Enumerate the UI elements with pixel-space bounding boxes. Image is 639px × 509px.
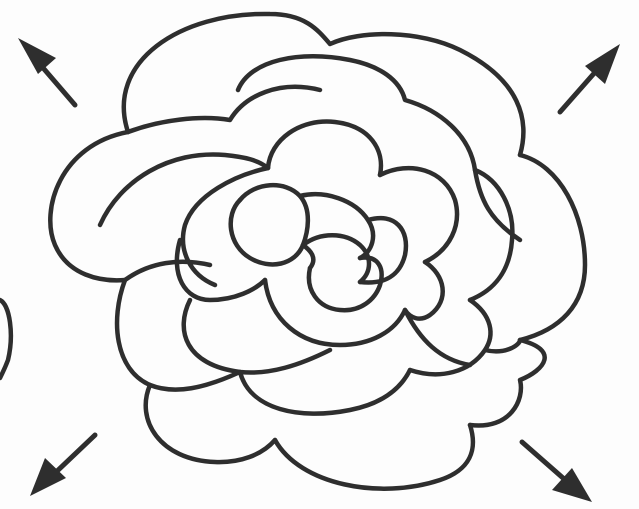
bud-petal-top <box>240 185 308 245</box>
bud-petal-left <box>231 200 303 264</box>
inner-petal-right <box>405 262 443 319</box>
inner-petal-left-lower <box>177 240 265 300</box>
inner-petal-top-right <box>380 168 457 262</box>
bud-stroke-inner <box>303 245 313 268</box>
mid-petal-right <box>470 170 512 300</box>
outer-petal-bottom <box>275 425 473 489</box>
arrow-down-left-icon <box>30 435 95 496</box>
rose-outline <box>50 14 585 489</box>
inner-petal-bottom <box>265 280 405 345</box>
outer-petal-lower-left <box>117 280 240 390</box>
left-edge-petal <box>0 300 11 378</box>
mid-petal-bottom-left <box>184 300 330 373</box>
arrow-down-right-icon <box>522 442 592 502</box>
mid-petal-top-left <box>128 87 320 132</box>
arrow-up-right-icon <box>560 44 620 112</box>
inner-petal-left <box>183 168 268 285</box>
outer-petal-right <box>520 155 585 340</box>
outer-petal-left <box>50 132 128 280</box>
inner-petal-top <box>268 122 381 175</box>
outer-petal-top <box>124 14 524 155</box>
mid-petal-bottom <box>240 370 410 414</box>
arrow-up-left-icon <box>18 38 75 105</box>
mid-petal-left <box>100 154 268 225</box>
